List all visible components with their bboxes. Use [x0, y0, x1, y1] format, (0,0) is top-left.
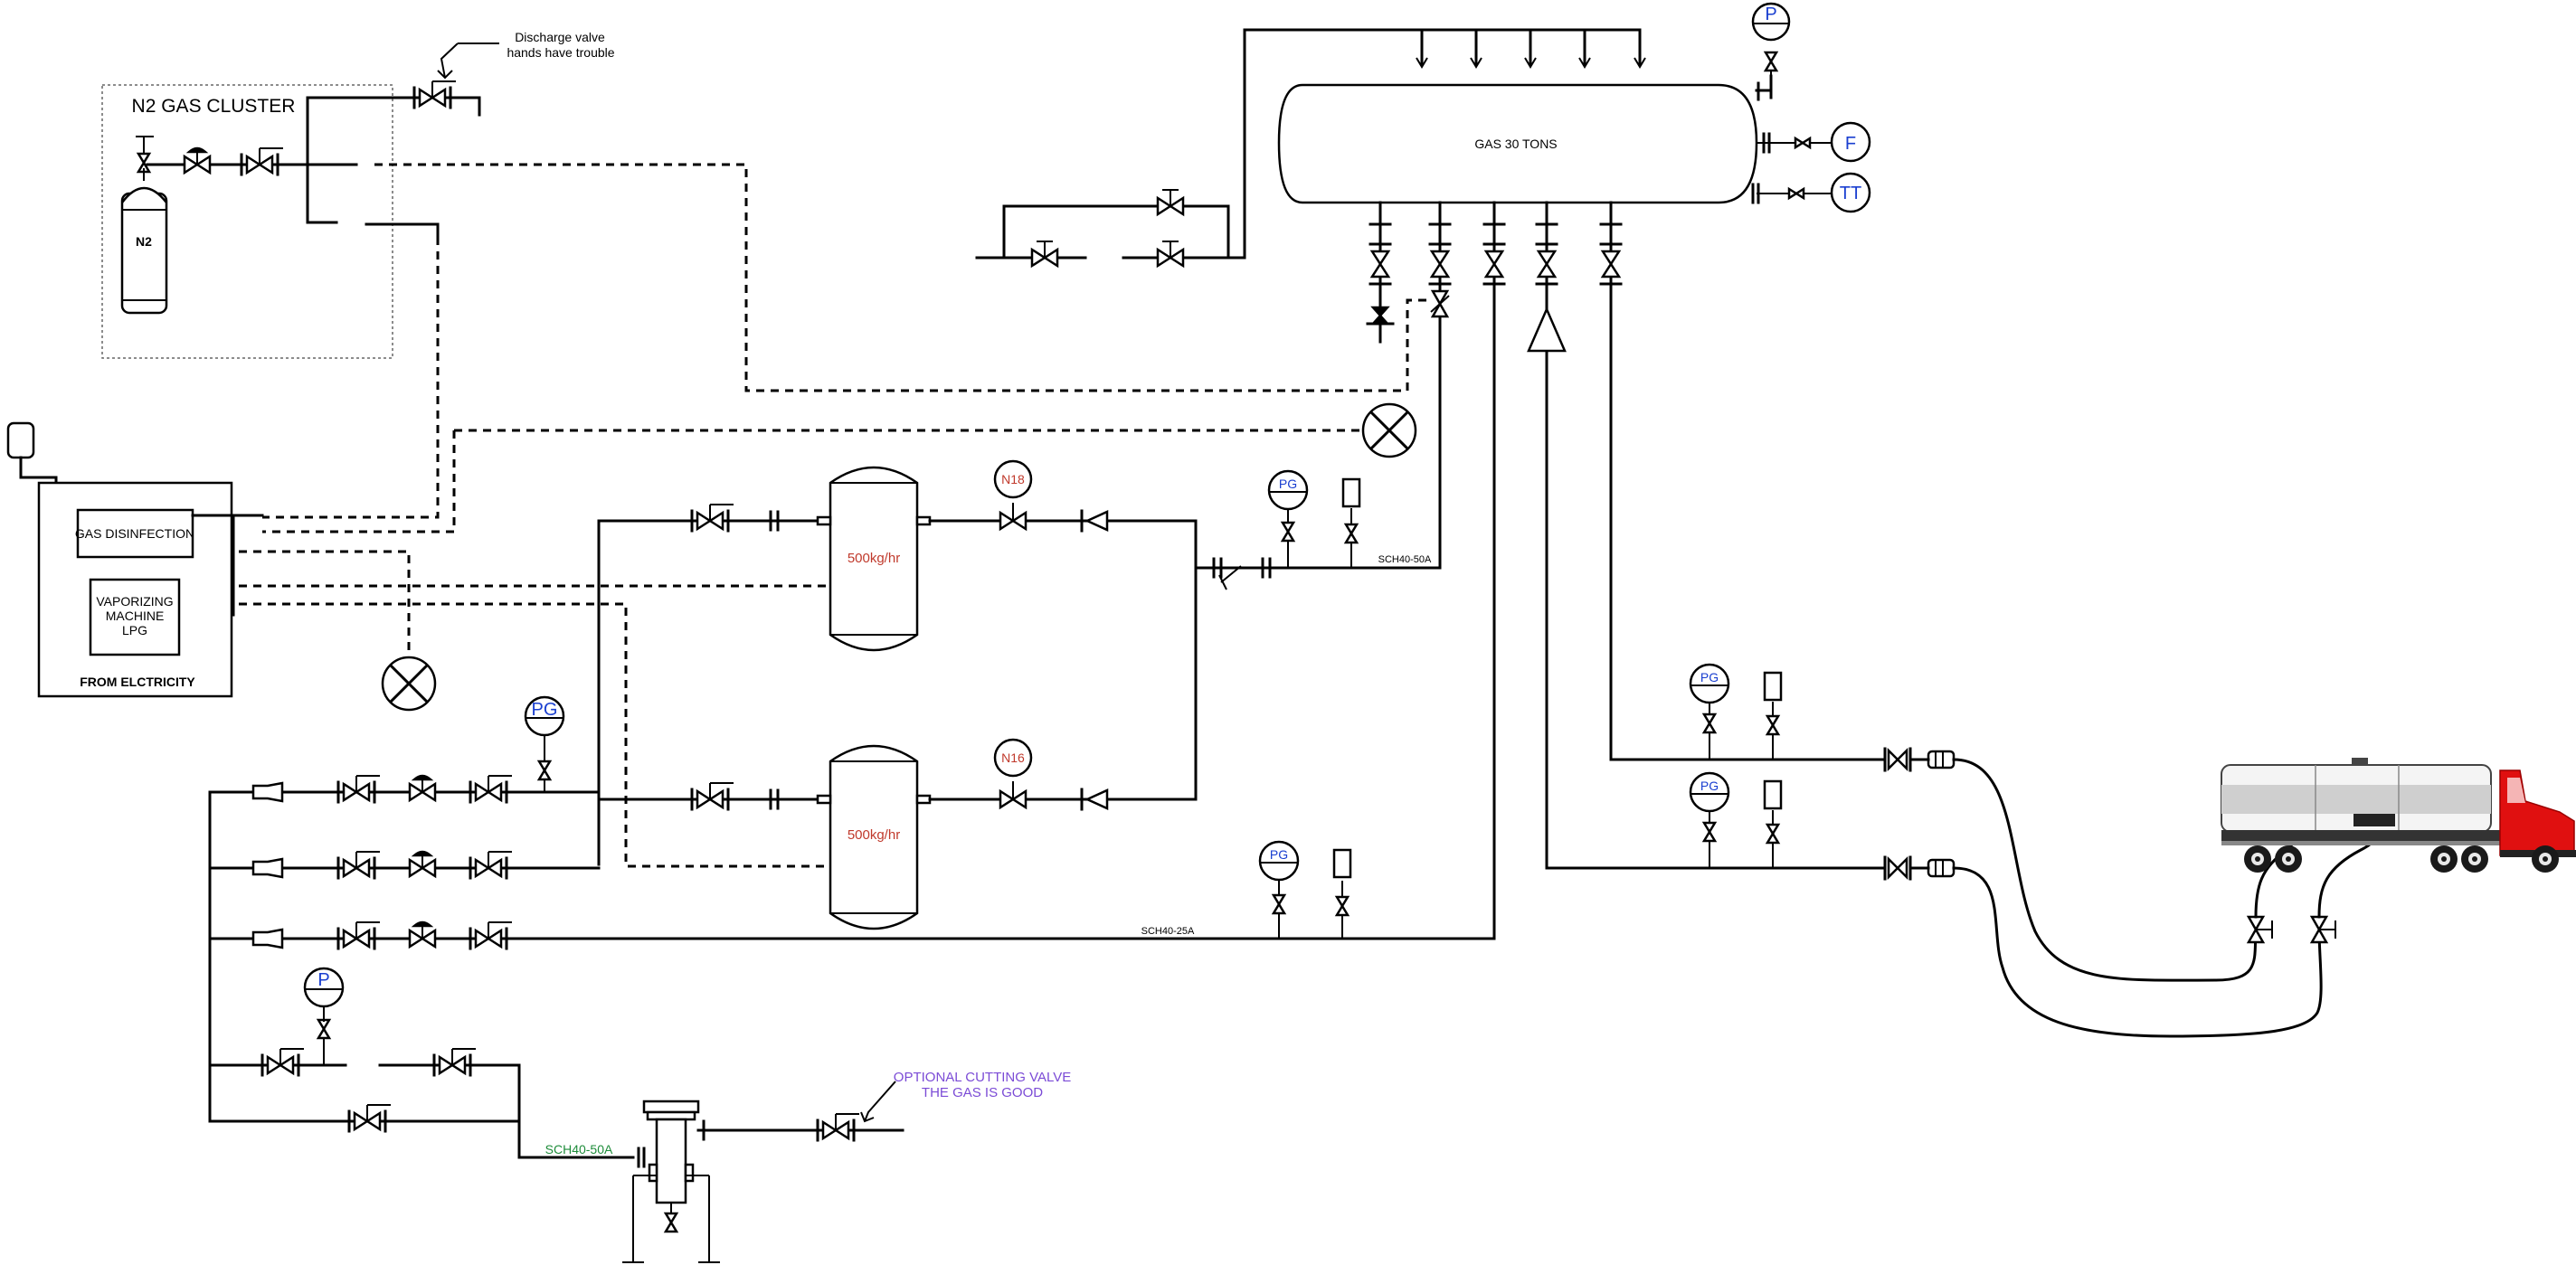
- vaporizer-2-inlet-valve[interactable]: [690, 781, 735, 811]
- row1-valve-b[interactable]: [469, 774, 514, 804]
- row4-valve-b[interactable]: [432, 1047, 478, 1077]
- n2-globe-valve[interactable]: [183, 146, 212, 175]
- vaporizer-1-inlet-valve[interactable]: [690, 503, 735, 533]
- vaporizer-section: 500kg/hr 500kg/hr N18: [597, 459, 1442, 930]
- n18-indicator: N18: [993, 459, 1033, 499]
- vaporizing-machine-box: [89, 578, 181, 656]
- safety-valve[interactable]: [1430, 289, 1450, 318]
- n2-gas-cluster: N2 GAS CLUSTER N2 Discharge valve hands …: [101, 30, 615, 359]
- optional-note-1: OPTIONAL CUTTING VALVE: [894, 1070, 1071, 1085]
- pg-loading-1-label: PG: [1700, 670, 1719, 684]
- hose-1: [1952, 758, 2258, 982]
- row3-valve-b[interactable]: [469, 920, 514, 950]
- vaporizing-label-2: MACHINE: [106, 609, 165, 623]
- pg-outlet-label: PG: [1279, 477, 1297, 491]
- n2-label: N2: [136, 234, 152, 249]
- row1-globe[interactable]: [408, 774, 437, 802]
- n16-indicator: N16: [993, 738, 1033, 778]
- gauge-p-label: P: [1765, 5, 1776, 24]
- discharge-note-1: Discharge valve: [515, 30, 605, 44]
- optional-cutting-valve[interactable]: [816, 1112, 861, 1142]
- coupler-1[interactable]: [1883, 747, 1956, 772]
- blind-outlet: [1341, 477, 1361, 508]
- vaporizer-2-capacity: 500kg/hr: [848, 827, 900, 843]
- row2-valve-a[interactable]: [336, 850, 382, 880]
- row1-valve-a[interactable]: [336, 774, 382, 804]
- row5-valve[interactable]: [347, 1103, 393, 1133]
- n2-cluster-title: N2 GAS CLUSTER: [132, 96, 296, 117]
- gas-disinfection-label: GAS DISINFECTION: [75, 526, 194, 541]
- coupler-2[interactable]: [1883, 855, 1956, 881]
- discharge-valve[interactable]: [412, 80, 458, 109]
- discharge-note-2: hands have trouble: [507, 45, 614, 60]
- row2-valve-b[interactable]: [469, 850, 514, 880]
- row3-valve-a[interactable]: [336, 920, 382, 950]
- pressure-gauge-row4: P: [303, 967, 345, 1008]
- pg-gauge-row3: PG: [1258, 840, 1300, 882]
- tt-label: TT: [1840, 184, 1861, 203]
- n2-flange-valve[interactable]: [240, 146, 285, 176]
- flow-indicator: F: [1830, 121, 1871, 163]
- pipe-spec-50a-green: SCH40-50A: [545, 1142, 613, 1156]
- pressure-gauge-top: P: [1751, 2, 1791, 42]
- n2-cylinder: N2: [120, 186, 168, 315]
- solenoid-x-1[interactable]: [381, 656, 437, 712]
- control-lines: [181, 163, 1429, 868]
- gas-disinfection-area: GAS DISINFECTION VAPORIZING MACHINE LPG …: [6, 421, 437, 712]
- inlet-manifold: PG SCH40-25A PG: [208, 695, 1496, 1263]
- optional-note-2: THE GAS IS GOOD: [922, 1085, 1043, 1100]
- temperature-transmitter: TT: [1830, 172, 1871, 213]
- pipe-spec-50a: SCH40-50A: [1378, 554, 1432, 565]
- from-electricity-label: FROM ELCTRICITY: [80, 675, 195, 689]
- tank-label: GAS 30 TONS: [1474, 137, 1557, 151]
- row4-valve-a[interactable]: [260, 1047, 306, 1077]
- pg-loading-2-label: PG: [1700, 779, 1719, 793]
- hose-2: [1952, 866, 2323, 1038]
- flow-indicator-label: F: [1845, 134, 1856, 154]
- pg-gauge-manifold: PG: [524, 695, 565, 737]
- n16-label: N16: [1001, 751, 1025, 765]
- pg-gauge-loading-1: PG: [1689, 663, 1730, 704]
- tanker-truck: [2221, 758, 2576, 873]
- pg-row3-label: PG: [1270, 847, 1288, 862]
- n18-label: N18: [1001, 472, 1025, 486]
- blind-loading-2: [1763, 779, 1783, 810]
- blind-row3: [1332, 848, 1352, 879]
- vaporizer-2-check-valve[interactable]: [1080, 788, 1109, 811]
- pump-triangle: [1527, 306, 1567, 353]
- pg-gauge-loading-2: PG: [1689, 771, 1730, 813]
- vaporizer-1-check-valve[interactable]: [1080, 509, 1109, 533]
- truck-valve-1[interactable]: [2246, 915, 2273, 944]
- pg-manifold-label: PG: [532, 700, 558, 720]
- truck-valve-2[interactable]: [2309, 915, 2336, 944]
- blind-loading-1: [1763, 671, 1783, 702]
- vaporizing-label-1: VAPORIZING: [96, 594, 173, 609]
- p-row4-label: P: [317, 970, 329, 990]
- row3-globe[interactable]: [408, 920, 437, 949]
- pg-gauge-outlet: PG: [1267, 469, 1309, 511]
- strainer-filter: [622, 1100, 720, 1263]
- vaporizing-label-3: LPG: [122, 623, 147, 637]
- gas-storage-tank: GAS 30 TONS P F: [975, 2, 1871, 940]
- row2-globe[interactable]: [408, 850, 437, 878]
- solenoid-x-2[interactable]: [1361, 402, 1417, 458]
- vaporizer-1-capacity: 500kg/hr: [848, 551, 900, 566]
- gas-disinfection-box: [76, 508, 194, 559]
- pipe-spec-25a: SCH40-25A: [1141, 926, 1195, 937]
